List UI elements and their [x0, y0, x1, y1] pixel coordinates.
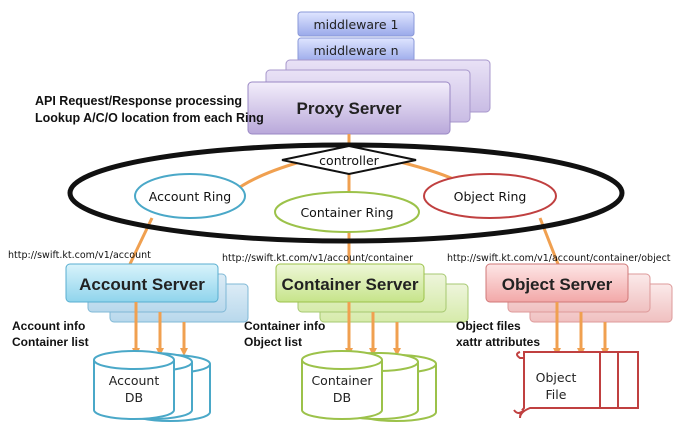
container-url: http://swift.kt.com/v1/account/container: [222, 253, 413, 264]
account-url: http://swift.kt.com/v1/account: [8, 250, 151, 261]
container-ring-label: Container Ring: [300, 205, 393, 220]
controller-label: controller: [319, 153, 379, 168]
container-db-stack: [301, 350, 437, 422]
account-note-line-1: Account info: [12, 319, 85, 333]
object-url: http://swift.kt.com/v1/account/container…: [447, 253, 671, 264]
proxy-server-stack: Proxy Server: [247, 59, 491, 135]
object-file-stack: [513, 351, 639, 419]
container-ring-ellipse: [274, 191, 420, 233]
middleware-1-label: middleware 1: [313, 17, 398, 32]
middleware-n-label: middleware n: [313, 43, 398, 58]
container-db-label-line-2: DB: [333, 390, 351, 405]
object-file-scroll-curl: [516, 351, 524, 359]
object-file-label-line-2: File: [546, 387, 567, 402]
object-note-line-1: Object files: [456, 319, 521, 333]
account-db-label-line-1: Account: [109, 373, 160, 388]
object-server-title: Object Server: [502, 275, 613, 294]
account-db-top: [93, 350, 175, 370]
account-server-box: [65, 263, 219, 303]
object-ring-label: Object Ring: [454, 189, 527, 204]
object-file-label-line-1: Object: [536, 370, 577, 385]
account-db-stack: [93, 350, 211, 422]
proxy-note-line-2: Lookup A/C/O location from each Ring: [35, 111, 264, 125]
account-db-cylinder: [93, 360, 175, 420]
controller-to-account-ring-line: [232, 160, 301, 194]
container-note-line-2: Object list: [244, 335, 302, 349]
account-server-stack: Account Server: [65, 263, 249, 323]
storage-arrows: [132, 302, 609, 356]
middleware-1-box: [297, 11, 415, 37]
container-db-top: [301, 350, 383, 370]
account-note-line-2: Container list: [12, 335, 89, 349]
object-note-line-2: xattr attributes: [456, 335, 540, 349]
container-db-label-line-1: Container: [311, 373, 373, 388]
controller-diamond: [281, 144, 417, 176]
account-ring-ellipse: [134, 173, 246, 219]
account-ring-label: Account Ring: [149, 189, 231, 204]
container-db-cylinder: [301, 360, 383, 420]
account-server-title: Account Server: [79, 275, 205, 294]
object-file-scroll: [519, 351, 601, 419]
middleware-stack: middleware 1 middleware n: [297, 11, 415, 63]
controller-node: controller: [281, 144, 417, 176]
container-note-line-1: Container info: [244, 319, 325, 333]
proxy-server-title: Proxy Server: [297, 99, 402, 118]
proxy-note-line-1: API Request/Response processing: [35, 94, 242, 108]
account-db-label-line-2: DB: [125, 390, 143, 405]
container-server-title: Container Server: [282, 275, 419, 294]
object-server-stack: Object Server: [485, 263, 673, 323]
object-file-scroll-bottom-curl: [513, 409, 525, 414]
object-ring-ellipse: [423, 173, 557, 219]
ring-boundary-ellipse: [67, 142, 625, 244]
container-server-stack: Container Server: [275, 263, 469, 323]
